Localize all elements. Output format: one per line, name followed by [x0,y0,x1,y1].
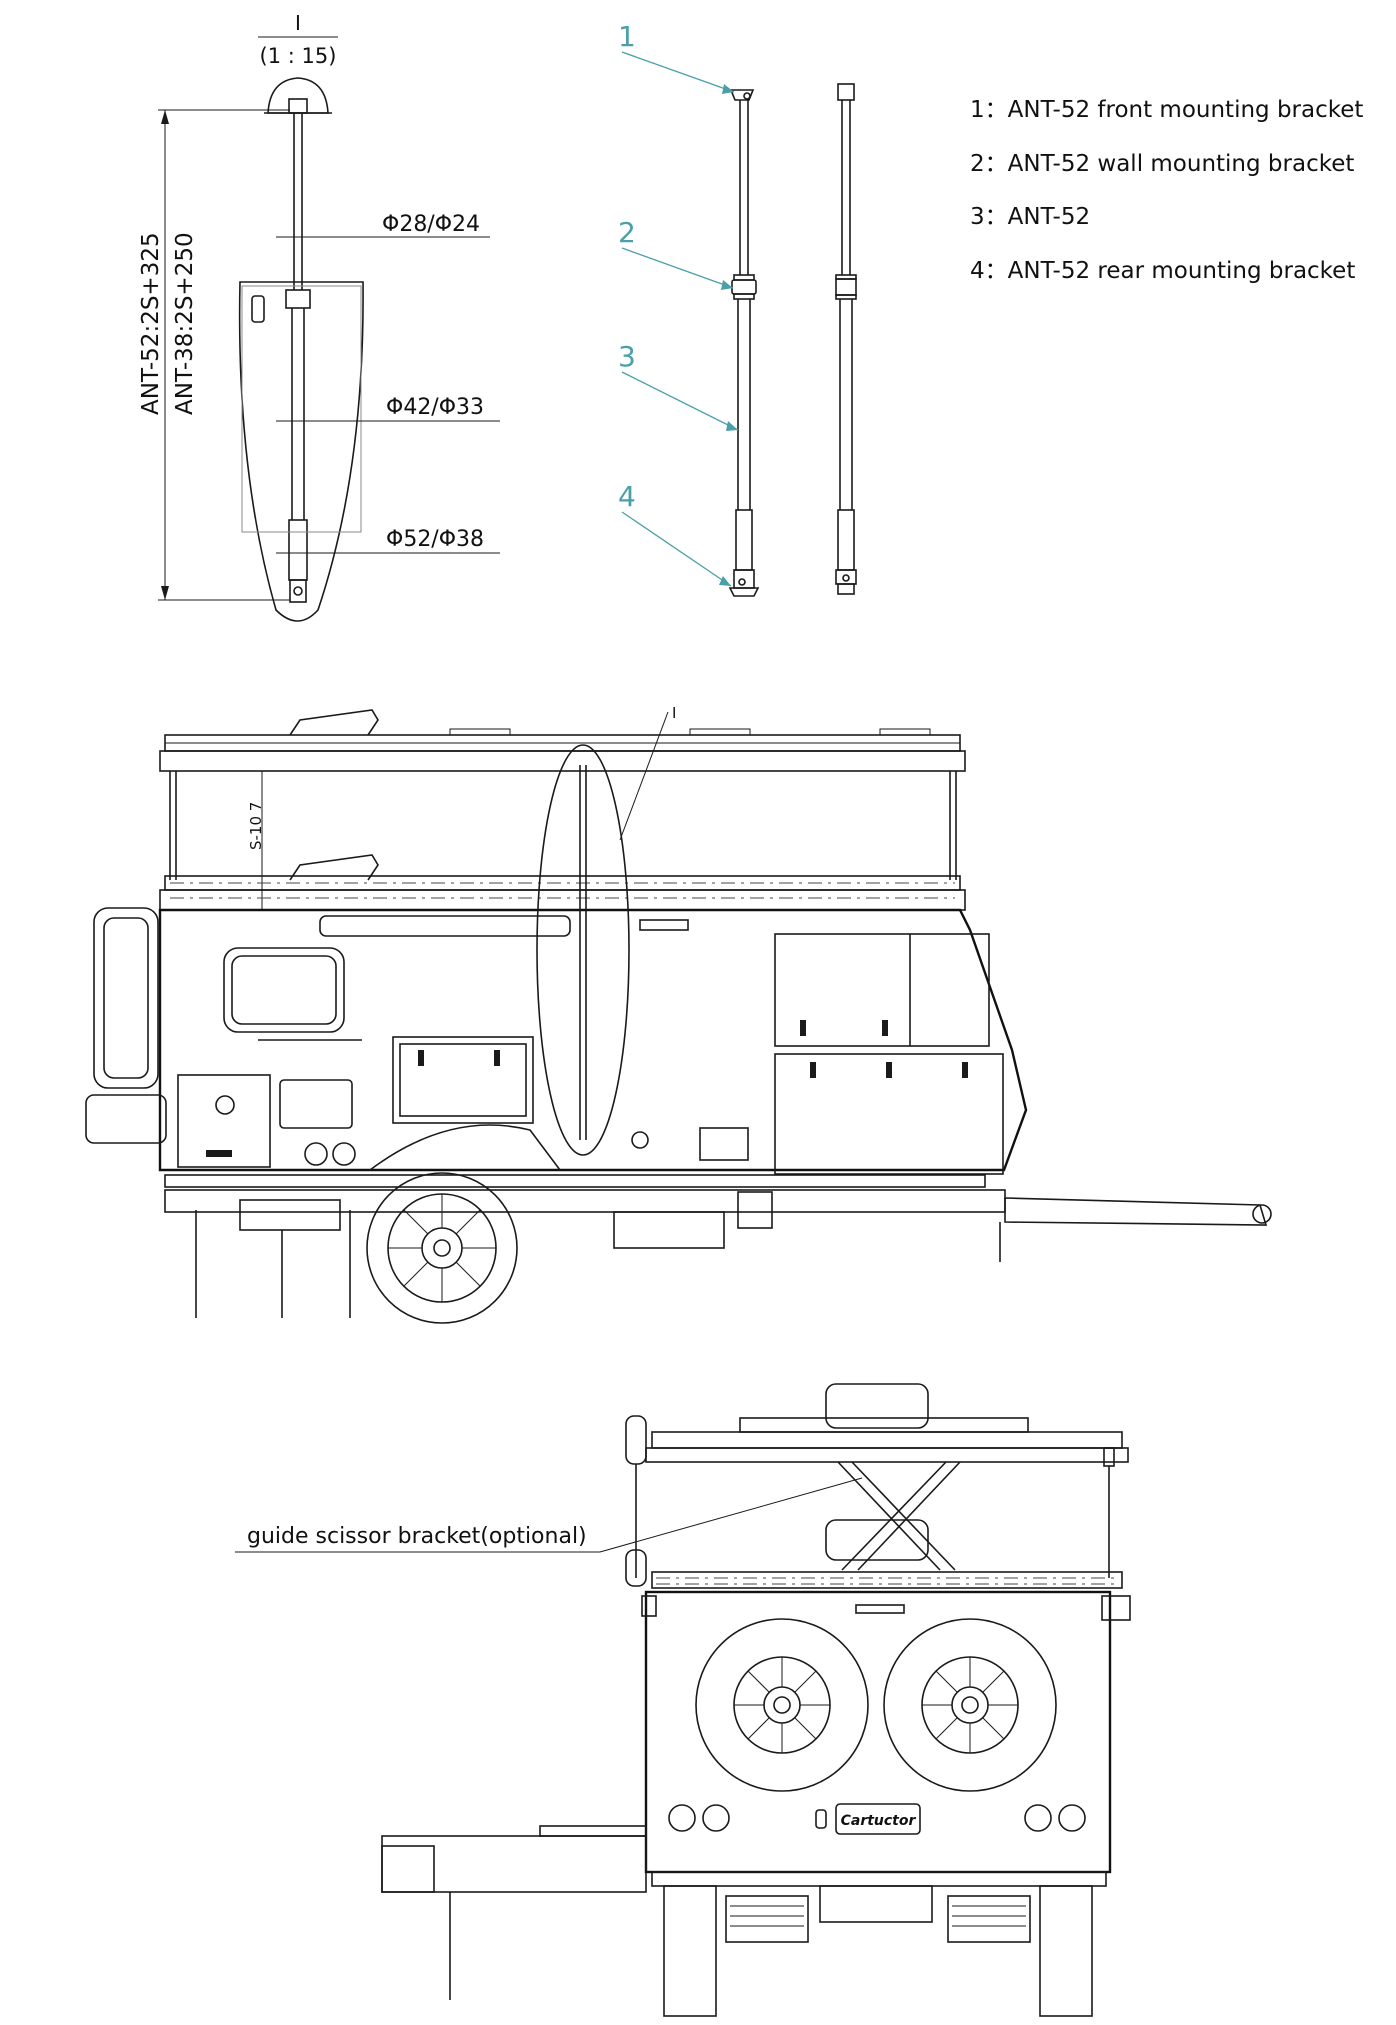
exploded-antenna-view: 1 2 3 4 [618,20,857,597]
callout-2: 2 [618,216,636,249]
rear-spare-tire [93,907,159,1089]
rear-leg-left [663,1885,717,2017]
roof-box [825,1383,929,1429]
brand-plate [835,1803,921,1835]
callout-4: 4 [618,480,636,513]
callout-1: 1 [618,20,636,53]
diameter-mid: Φ42/Φ33 [386,395,484,420]
drawbar [1004,1197,1268,1226]
scissor-bracket-label: guide scissor bracket(optional) [247,1524,587,1549]
detail-ellipse [238,281,364,622]
side-compartment [392,1036,534,1124]
trailer-side-view: S-10 7 [85,704,1272,1324]
detail-marker-label: I [295,11,301,35]
stroke-dimension: S-10 7 [247,802,265,850]
height-dimension-ant52: ANT-52:2S+325 [138,232,164,415]
height-dimension-ant38: ANT-38:2S+250 [172,232,198,415]
legend-item-2: 2：ANT-52 wall mounting bracket [970,151,1355,177]
rear-spare-wheel-right [883,1618,1057,1792]
rear-spare-wheel-left [695,1618,869,1792]
front-storage-lower [774,1053,1004,1175]
detail-scale: (1 : 15) [260,44,337,68]
legend-item-1: 1：ANT-52 front mounting bracket [970,97,1364,123]
awning-bar [319,915,571,937]
antenna-top-cap [267,77,329,114]
antenna-detail-ellipse [536,744,630,1156]
light-housing [279,1079,353,1129]
callout-3: 3 [618,340,636,373]
utility-panel [177,1074,271,1168]
front-storage-upper [774,933,990,1047]
trailer-rear-view: guide scissor bracket(optional) [235,1383,1131,2017]
side-detail-marker: I [672,704,676,722]
brand-plate-text: Cartuctor [841,1813,917,1829]
side-table [381,1835,647,1893]
side-window [223,947,345,1033]
legend-item-3: 3：ANT-52 [970,204,1091,230]
side-roof-hatch [289,709,379,736]
legend-item-4: 4：ANT-52 rear mounting bracket [970,258,1356,284]
detail-view-antenna: I (1 : 15) ANT-52:2S+325 ANT-38:2S+250 Φ… [138,11,500,622]
camper-body [158,908,1028,1172]
side-wheel [366,1172,518,1324]
diameter-top: Φ28/Φ24 [382,212,480,237]
diameter-bottom: Φ52/Φ38 [386,527,484,552]
rear-leg-right [1039,1885,1093,2017]
